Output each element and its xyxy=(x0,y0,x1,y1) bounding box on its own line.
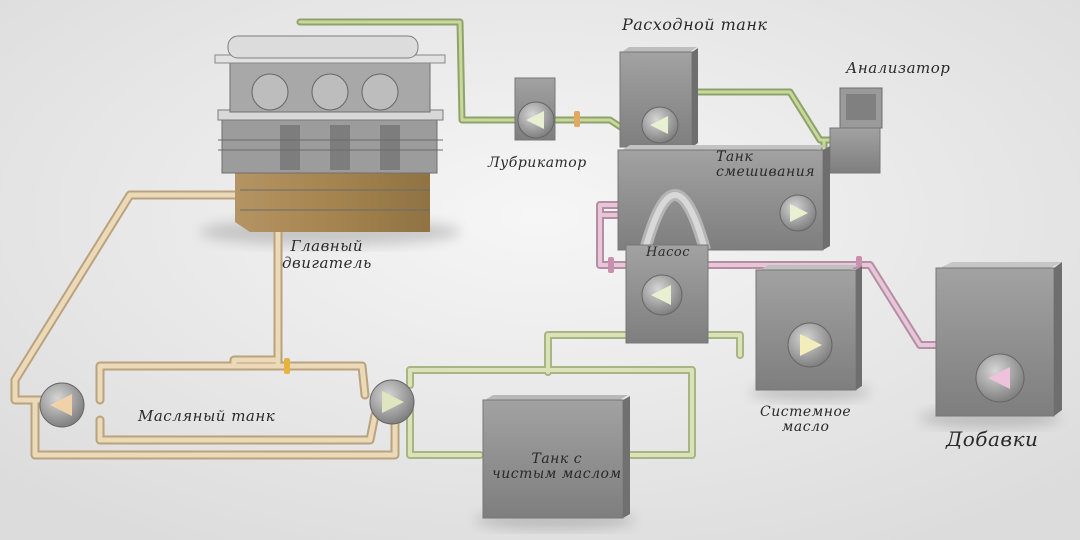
oil-pipe-beige xyxy=(10,190,400,460)
analyzer-label: Анализатор xyxy=(846,59,951,77)
system-oil-label-line1: Системное xyxy=(760,404,852,420)
service-tank-label: Расходной танк xyxy=(622,15,768,34)
main-engine xyxy=(214,35,446,232)
valve-icon xyxy=(284,111,862,374)
mixing-tank-label: Танк смешивания xyxy=(716,149,816,181)
pump-arrow-icon xyxy=(39,101,1025,428)
system-oil-label-line2: масло xyxy=(781,419,830,436)
analyzer-unit xyxy=(829,87,883,174)
clean-oil-tank xyxy=(482,395,630,519)
main-engine-label-line1: Главный xyxy=(290,237,364,255)
pump-label: Насос xyxy=(646,245,690,260)
clean-oil-tank-label-line1: Танк с xyxy=(531,451,583,467)
main-engine-label-line2: двигатель xyxy=(282,253,372,272)
mixing-tank-label-line1: Танк xyxy=(716,149,754,165)
additives-label: Добавки xyxy=(946,427,1039,451)
oil-tank-label: Масляный танк xyxy=(138,407,276,425)
main-engine-label: Главный двигатель xyxy=(282,238,372,271)
system-oil-label: Системное масло xyxy=(760,404,852,436)
mixing-tank xyxy=(617,145,830,252)
clean-oil-tank-label-line2: чистым маслом xyxy=(492,466,622,483)
lubricator-label: Лубрикатор xyxy=(488,155,587,171)
clean-oil-tank-label: Танк с чистым маслом xyxy=(492,451,622,483)
additives-tank xyxy=(935,262,1062,417)
oil-pipe-green-upper xyxy=(296,18,844,209)
mixing-tank-label-line2: смешивания xyxy=(716,164,816,181)
